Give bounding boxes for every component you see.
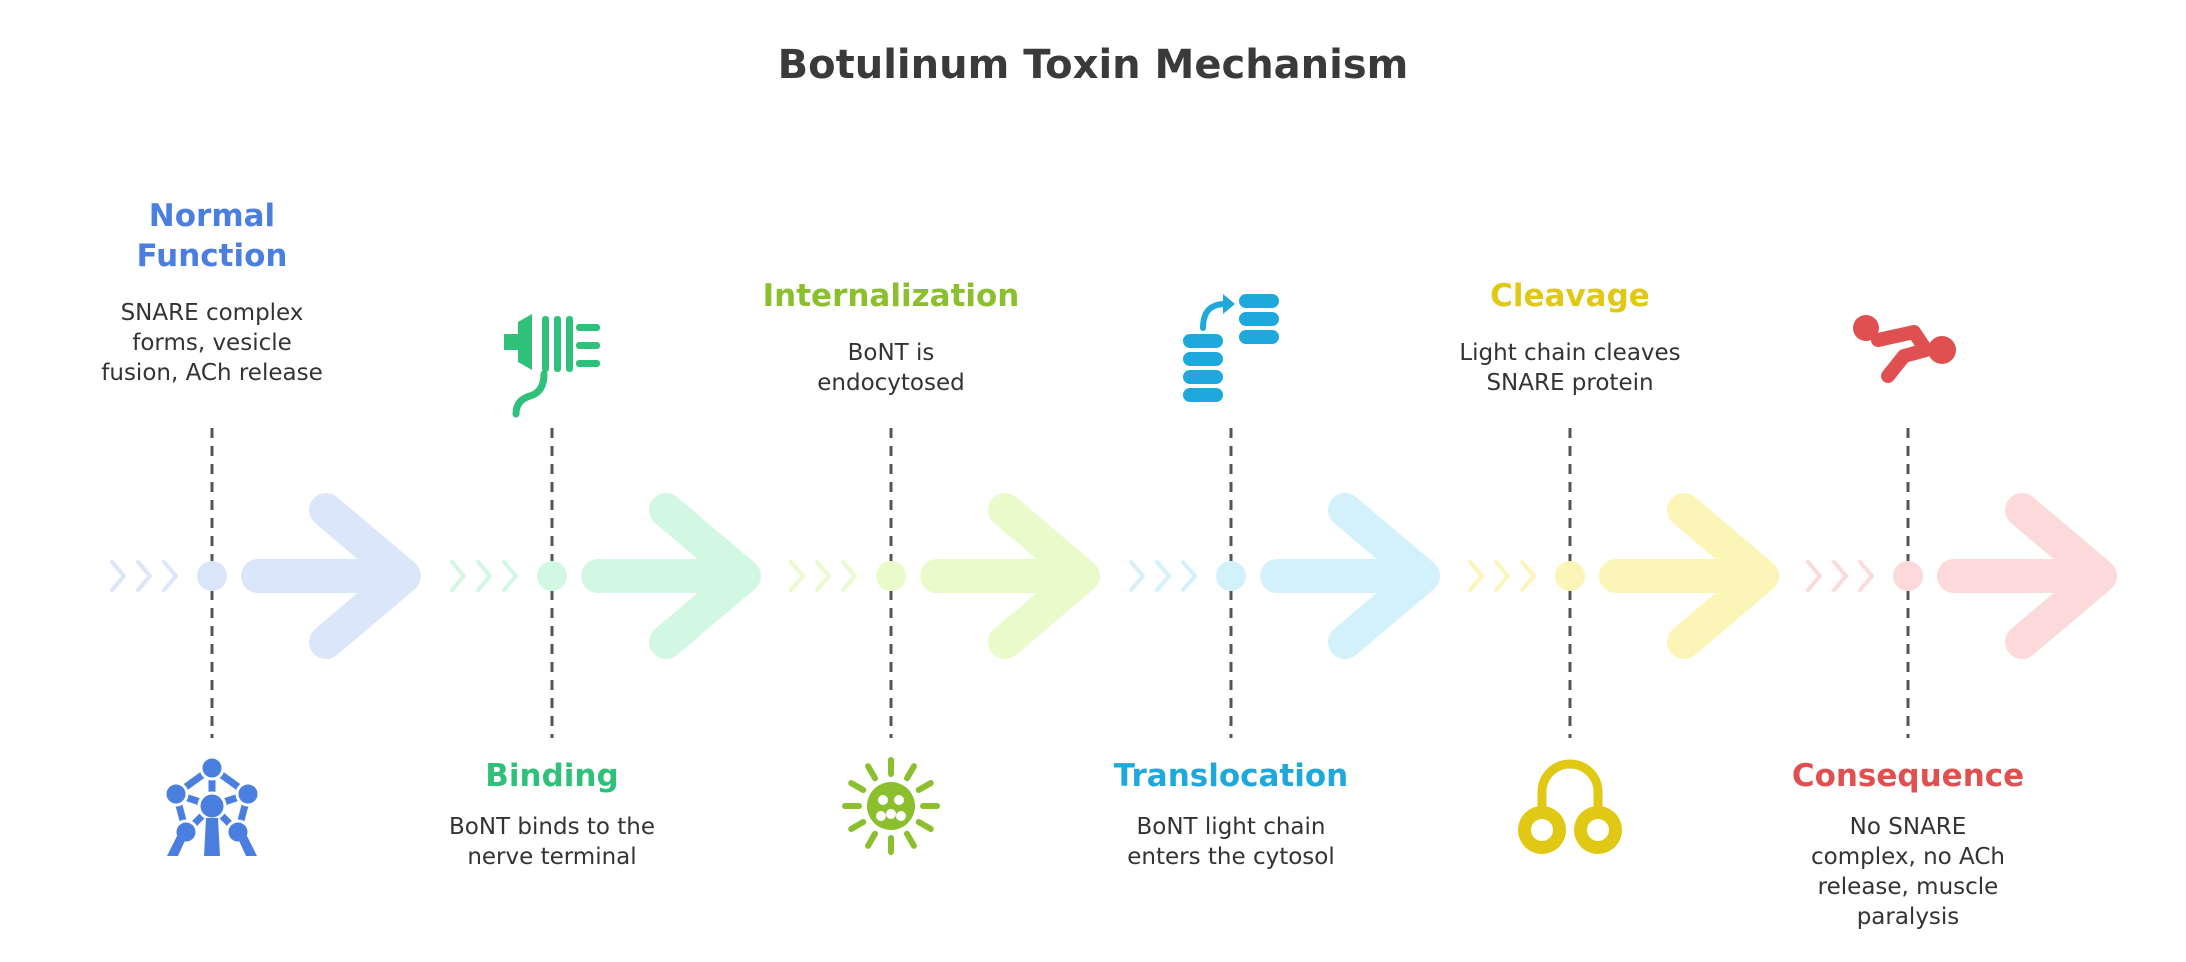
small-chevron bbox=[450, 560, 466, 592]
small-chevron bbox=[789, 560, 805, 592]
data-block bbox=[1239, 330, 1279, 344]
small-chevron bbox=[502, 560, 518, 592]
small-chevron bbox=[1181, 560, 1197, 592]
flow-arrow bbox=[581, 493, 761, 659]
atom-node bbox=[197, 791, 227, 821]
step-2 bbox=[450, 314, 761, 738]
step-6 bbox=[1806, 315, 2117, 738]
virus-spike bbox=[865, 830, 878, 849]
small-chevron bbox=[162, 560, 178, 592]
small-chevron bbox=[1520, 560, 1536, 592]
timeline-node bbox=[1216, 561, 1246, 591]
virus-spot bbox=[894, 795, 904, 805]
small-chevron bbox=[110, 560, 126, 592]
small-chevron bbox=[1129, 560, 1145, 592]
plug-prong bbox=[566, 316, 573, 372]
transfer-arrowhead bbox=[1223, 294, 1235, 314]
virus-spike bbox=[848, 819, 867, 832]
plug-line bbox=[576, 342, 600, 349]
transfer-arrow bbox=[1200, 301, 1228, 331]
virus-spike bbox=[915, 780, 934, 793]
person-knee bbox=[1928, 336, 1956, 364]
plug-cable bbox=[512, 370, 548, 418]
plug-icon bbox=[504, 314, 600, 418]
step-1 bbox=[110, 428, 421, 856]
step-title: Binding bbox=[485, 758, 619, 794]
step-title: Cleavage bbox=[1490, 278, 1650, 314]
virus-spot bbox=[876, 811, 886, 821]
virus-spike bbox=[915, 819, 934, 832]
small-chevron bbox=[841, 560, 857, 592]
flow-arrow bbox=[920, 493, 1100, 659]
person-head bbox=[1853, 315, 1879, 341]
fallen-person-icon bbox=[1853, 315, 1956, 383]
atom-node bbox=[235, 781, 261, 807]
atom-structure-icon bbox=[163, 755, 261, 856]
virus-spike bbox=[904, 763, 917, 782]
plug-line bbox=[576, 360, 600, 367]
timeline-node bbox=[197, 561, 227, 591]
step-title: Translocation bbox=[1113, 758, 1349, 794]
small-chevron bbox=[815, 560, 831, 592]
small-chevron bbox=[1494, 560, 1510, 592]
step-3 bbox=[789, 428, 1100, 855]
plug-prong bbox=[542, 316, 549, 372]
handcuff-hole bbox=[1587, 819, 1609, 841]
handcuffs-icon bbox=[1518, 759, 1622, 854]
plug-body bbox=[504, 314, 532, 370]
flow-arrow bbox=[1260, 493, 1440, 659]
diagram-title: Botulinum Toxin Mechanism bbox=[777, 42, 1409, 88]
handcuff-hole bbox=[1531, 819, 1553, 841]
virus-spot bbox=[896, 811, 906, 821]
virus-cell-icon bbox=[842, 757, 940, 855]
small-chevron bbox=[1858, 560, 1874, 592]
timeline-node bbox=[537, 561, 567, 591]
virus-spike bbox=[865, 763, 878, 782]
flow-arrow bbox=[1599, 493, 1779, 659]
flow-arrow bbox=[241, 493, 421, 659]
plug-line bbox=[576, 324, 600, 331]
data-block bbox=[1183, 388, 1223, 402]
virus-spot bbox=[878, 795, 888, 805]
atom-base bbox=[167, 818, 257, 856]
step-5 bbox=[1468, 428, 1779, 854]
small-chevron bbox=[1832, 560, 1848, 592]
small-chevron bbox=[1468, 560, 1484, 592]
data-block bbox=[1183, 370, 1223, 384]
atom-node bbox=[199, 755, 225, 781]
data-block bbox=[1239, 294, 1279, 308]
plug-prong bbox=[554, 316, 561, 372]
person-body bbox=[1871, 325, 1933, 383]
small-chevron bbox=[1806, 560, 1822, 592]
data-transfer-icon bbox=[1183, 294, 1279, 402]
flow-arrow bbox=[1937, 493, 2117, 659]
handcuff-chain bbox=[1537, 759, 1603, 817]
data-block bbox=[1183, 352, 1223, 366]
step-4 bbox=[1129, 294, 1440, 738]
data-block bbox=[1183, 334, 1223, 348]
timeline-node bbox=[876, 561, 906, 591]
virus-spike bbox=[904, 830, 917, 849]
small-chevron bbox=[1155, 560, 1171, 592]
virus-core bbox=[867, 782, 915, 830]
data-block bbox=[1239, 312, 1279, 326]
small-chevron bbox=[476, 560, 492, 592]
step-title: Internalization bbox=[762, 278, 1020, 314]
timeline-node bbox=[1893, 561, 1923, 591]
atom-node bbox=[163, 781, 189, 807]
virus-spot bbox=[886, 809, 896, 819]
virus-spike bbox=[848, 780, 867, 793]
timeline-node bbox=[1555, 561, 1585, 591]
step-title: Consequence bbox=[1791, 758, 2025, 794]
small-chevron bbox=[136, 560, 152, 592]
